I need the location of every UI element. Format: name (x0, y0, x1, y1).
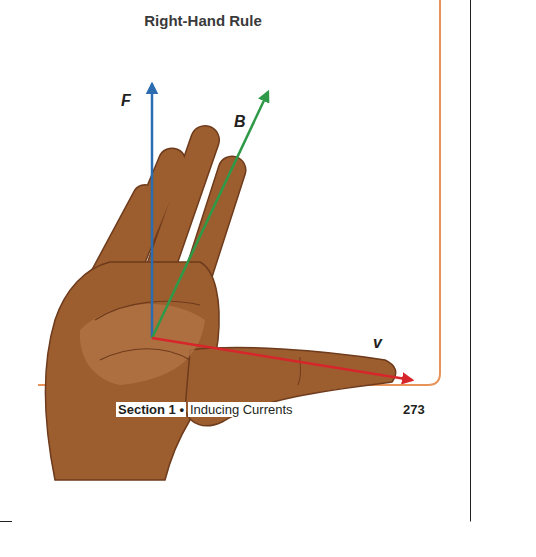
label-holder: v (373, 334, 382, 352)
label-holder: B (234, 113, 246, 131)
label-holder: Section 1 • (116, 400, 186, 418)
vector-label: F (121, 92, 131, 110)
label-holder: F (121, 92, 131, 110)
page-number: 273 (401, 402, 427, 417)
force-vector (151, 84, 154, 338)
section-title: Inducing Currents (188, 402, 295, 417)
label-holder: Inducing Currents (188, 400, 295, 418)
frame-line (0, 521, 12, 522)
vector-label: v (373, 334, 382, 352)
label-holder: 273 (401, 400, 427, 418)
frame-line (470, 0, 471, 522)
field-vector (152, 92, 268, 338)
figure-title: Right-Hand Rule (144, 12, 262, 29)
page-border (38, 0, 440, 385)
vector-label: B (234, 113, 246, 131)
title-holder: Right-Hand Rule (144, 12, 262, 30)
section-label: Section 1 • (116, 402, 186, 417)
